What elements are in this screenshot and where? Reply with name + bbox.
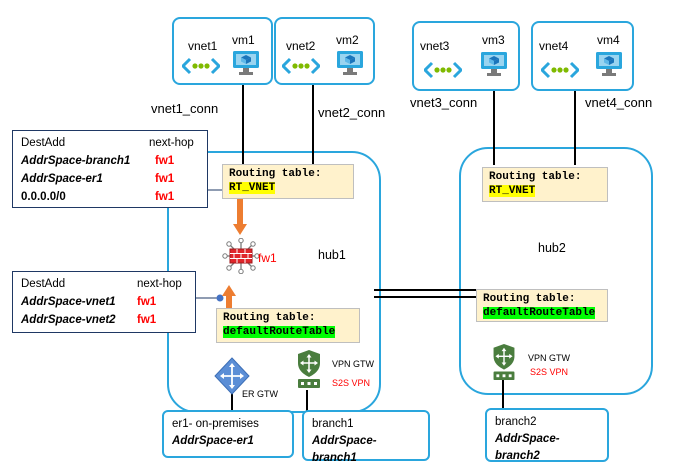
vnet1-conn-label: vnet1_conn [151, 101, 219, 116]
rt-header-hop: next-hop [149, 137, 194, 149]
hub1-label: hub1 [318, 248, 346, 262]
rt-name: defaultRouteTable [483, 307, 596, 319]
vnet2-box[interactable]: vnet2 vm2 [274, 17, 375, 85]
vnet3-label: vnet3 [420, 39, 450, 53]
branch1-site-box[interactable]: branch1 AddrSpace-branch1 [302, 410, 430, 464]
vnet4-box[interactable]: vnet4 vm4 [531, 21, 634, 91]
vm-icon [481, 52, 507, 76]
vpn-gateway-icon [493, 343, 515, 381]
site-address-space: AddrSpace-branch2 [495, 433, 560, 462]
rt-header-dest: DestAdd [21, 278, 66, 290]
site-address-space: AddrSpace-branch1 [312, 435, 377, 464]
route-table-rt-vnet: DestAdd next-hop AddrSpace-branch1 fw1 A… [12, 130, 208, 208]
rt-row-hop: fw1 [137, 296, 157, 308]
rt-name: RT_VNET [229, 182, 276, 194]
vnet3-conn-label: vnet3_conn [410, 95, 478, 110]
hub2-rt-default: Routing table: defaultRouteTable [476, 289, 608, 322]
er-gateway-icon [214, 357, 250, 395]
er-gtw-label: ER GTW [242, 389, 278, 399]
rt-header-dest: DestAdd [21, 137, 66, 149]
vnet-icon [541, 61, 579, 79]
vnet2-conn-label: vnet2_conn [318, 105, 386, 120]
vnet2-label: vnet2 [286, 39, 316, 53]
vm3-label: vm3 [482, 33, 505, 47]
rt-row-dest: 0.0.0.0/0 [21, 191, 66, 203]
rt-name: defaultRouteTable [223, 326, 336, 338]
s2s-vpn-label: S2S VPN [332, 378, 371, 388]
vm-icon [596, 52, 622, 76]
rt-name: RT_VNET [489, 185, 536, 197]
rt-row-hop: fw1 [155, 173, 175, 185]
vpn-gtw-label: VPN GTW [332, 359, 374, 369]
vnet4-conn-label: vnet4_conn [585, 95, 653, 110]
vpn-gtw-label: VPN GTW [528, 353, 570, 363]
site-name: branch2 [495, 416, 537, 428]
er1-site-box[interactable]: er1- on-premises AddrSpace-er1 [162, 410, 294, 458]
hub1-rt-default: Routing table: defaultRouteTable [216, 308, 360, 343]
site-address-space: AddrSpace-er1 [172, 435, 254, 447]
default-to-fw-arrowhead [222, 285, 236, 296]
rt-vnet-to-fw-arrowhead [233, 224, 247, 235]
vnet1-box[interactable]: vnet1 vm1 [172, 17, 273, 85]
route-table-default: DestAdd next-hop AddrSpace-vnet1 fw1 Add… [12, 271, 196, 333]
rt-row-hop: fw1 [155, 155, 175, 167]
rt-title: Routing table: [223, 312, 316, 324]
rt2-pointer-dot [216, 294, 224, 302]
vnet-icon [424, 61, 462, 79]
vm1-label: vm1 [232, 33, 255, 47]
vnet3-box[interactable]: vnet3 vm3 [412, 21, 520, 91]
vnet-icon [182, 57, 220, 75]
fw1-label: fw1 [258, 251, 277, 265]
vm4-label: vm4 [597, 33, 620, 47]
hub2-label: hub2 [538, 241, 566, 255]
rt-row-dest: AddrSpace-er1 [21, 173, 103, 185]
vm-icon [233, 51, 259, 75]
rt-title: Routing table: [489, 171, 582, 183]
rt-title: Routing table: [229, 168, 322, 180]
vnet-icon [282, 57, 320, 75]
rt-row-hop: fw1 [155, 191, 175, 203]
rt-row-hop: fw1 [137, 314, 157, 326]
vnet4-label: vnet4 [539, 39, 569, 53]
vm-icon [337, 51, 363, 75]
site-name: branch1 [312, 418, 354, 430]
rt-title: Routing table: [483, 293, 576, 305]
vnet1-label: vnet1 [188, 39, 218, 53]
rt-row-dest: AddrSpace-vnet1 [21, 296, 116, 308]
vm2-label: vm2 [336, 33, 359, 47]
site-name: er1- on-premises [172, 418, 259, 430]
rt-header-hop: next-hop [137, 278, 182, 290]
branch2-site-box[interactable]: branch2 AddrSpace-branch2 [485, 408, 609, 462]
firewall-icon [222, 238, 260, 274]
s2s-vpn-label: S2S VPN [530, 367, 569, 377]
hub2-boundary [459, 147, 653, 395]
vpn-gateway-icon [298, 350, 320, 388]
hub2-rt-vnet: Routing table: RT_VNET [482, 167, 608, 202]
rt-row-dest: AddrSpace-branch1 [21, 155, 131, 167]
hub1-rt-vnet: Routing table: RT_VNET [222, 164, 354, 199]
rt-row-dest: AddrSpace-vnet2 [21, 314, 116, 326]
